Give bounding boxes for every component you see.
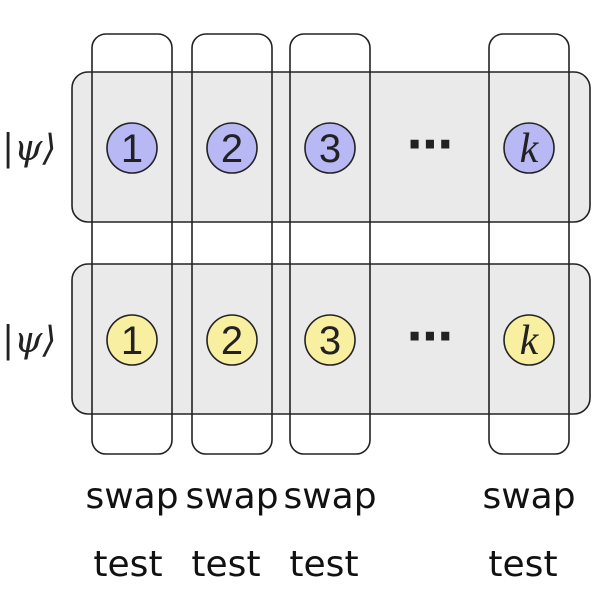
qubit-bottom-k	[503, 314, 555, 366]
swap-test-caption-k-line1: swap	[482, 476, 575, 517]
swap-test-caption-k-line2: test	[488, 544, 557, 585]
swap-test-caption-1-line2: test	[93, 544, 162, 585]
swap-test-box-1	[91, 33, 173, 455]
swap-test-caption-2-line1: swap	[185, 476, 278, 517]
qubit-bottom-3	[304, 314, 356, 366]
qubit-top-1-label: 1	[121, 127, 143, 171]
qubit-bottom-2	[206, 314, 258, 366]
swap-test-box-k	[488, 33, 570, 455]
ellipsis-top: ⋯	[407, 117, 453, 171]
state-label-bottom: |ψ⟩	[2, 320, 56, 361]
qubit-top-1	[106, 122, 158, 174]
qubit-top-k-label: k	[520, 126, 540, 172]
qubit-top-2	[206, 122, 258, 174]
qubit-bottom-k-label: k	[520, 318, 540, 364]
qubit-top-2-label: 2	[221, 127, 243, 171]
swap-test-caption-2-line2: test	[191, 544, 260, 585]
swap-test-box-2	[191, 33, 273, 455]
qubit-top-3	[304, 122, 356, 174]
qubit-top-k	[503, 122, 555, 174]
ellipsis-bottom: ⋯	[407, 309, 453, 363]
qubit-bottom-3-label: 3	[319, 319, 341, 363]
state-label-top: |ψ⟩	[2, 128, 56, 169]
swap-test-caption-3-line1: swap	[283, 476, 376, 517]
swap-test-caption-3-line2: test	[289, 544, 358, 585]
swap-test-caption-1-line1: swap	[85, 476, 178, 517]
swap-test-box-3	[289, 33, 371, 455]
qubit-bottom-1-label: 1	[121, 319, 143, 363]
qubit-bottom-2-label: 2	[221, 319, 243, 363]
qubit-top-3-label: 3	[319, 127, 341, 171]
qubit-bottom-1	[106, 314, 158, 366]
